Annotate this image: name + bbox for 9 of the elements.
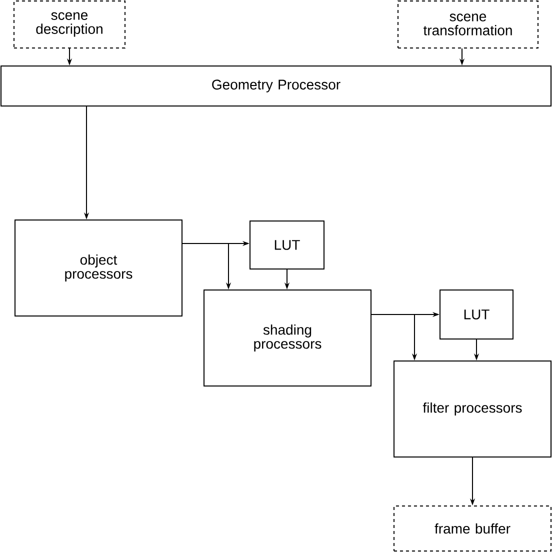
input-box: scene description [14,0,126,48]
process-box: filter processors [394,360,552,458]
process-box: object processors [14,220,182,316]
lut-box: LUT [250,220,324,270]
input-box: scene transformation [398,0,538,48]
output-box: frame buffer [394,506,552,552]
processor-bar: Geometry Processor [0,66,552,106]
process-box: shading processors [204,290,372,386]
lut-box: LUT [440,290,514,340]
